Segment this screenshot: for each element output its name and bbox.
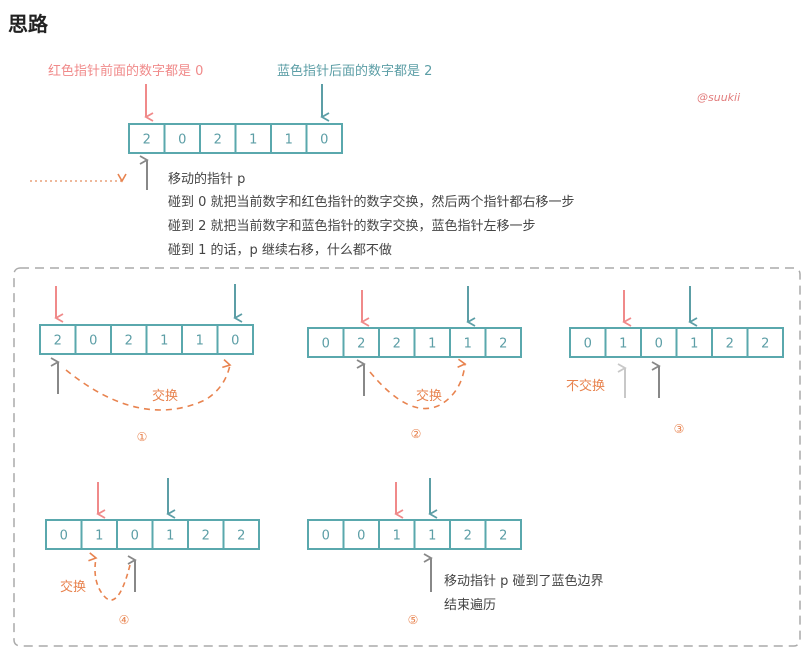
arr-5-value: 2 <box>499 529 507 544</box>
arr-2-cell <box>413 327 451 358</box>
legend-rule-0: 碰到 0 就把当前数字和红色指针的数字交换，然后两个指针都右移一步 <box>168 194 575 210</box>
arr-3-cell <box>604 327 642 358</box>
legend-rule-2: 碰到 2 就把当前数字和蓝色指针的数字交换，蓝色指针左移一步 <box>168 218 536 234</box>
arr-5-value: 1 <box>428 529 436 544</box>
red-pointer-label: 红色指针前面的数字都是 0 <box>48 63 203 79</box>
step-5-marker: ⑤ <box>408 613 419 627</box>
arr-5-value: 0 <box>322 529 330 544</box>
step-4-swap-label: 交换 <box>60 579 86 595</box>
arr-3-value: 0 <box>584 337 592 352</box>
arr-1-value: 1 <box>160 334 168 349</box>
step-2: 0 2 2 1 1 2 交换 ② <box>307 286 522 441</box>
step-3-swap-label: 不交换 <box>566 378 605 394</box>
step-4: 0 1 0 1 2 2 交换 ④ <box>45 478 260 627</box>
step-1-array: 2 0 2 1 1 0 <box>39 324 254 355</box>
top-array-value: 2 <box>143 133 151 148</box>
top-array: 2 0 2 1 1 0 <box>128 123 343 154</box>
arr-1-value: 0 <box>231 334 239 349</box>
step-3-array: 0 1 0 1 2 2 <box>569 327 784 358</box>
arr-1-cell <box>216 324 254 355</box>
step-4-swap-curve <box>88 552 131 601</box>
legend-rule-1: 碰到 1 的话，p 继续右移，什么都不做 <box>168 242 392 258</box>
step-4-marker: ④ <box>119 613 130 627</box>
arr-3-value: 2 <box>726 337 734 352</box>
arr-4-value: 2 <box>237 529 245 544</box>
arr-2-value: 2 <box>393 337 401 352</box>
arr-5-cell <box>484 519 522 550</box>
arr-4-cell <box>116 519 154 550</box>
step-5: 0 0 1 1 2 2 移动指针 p 碰到了蓝色边界 结束遍历 ⑤ <box>307 478 604 627</box>
step-4-array: 0 1 0 1 2 2 <box>45 519 260 550</box>
legend-pointer: 移动的指针 p <box>168 171 245 187</box>
step-5-array: 0 0 1 1 2 2 <box>307 519 522 550</box>
step-1-swap-curve <box>65 359 232 411</box>
arr-2-value: 2 <box>357 337 365 352</box>
top-array-value: 1 <box>249 133 257 148</box>
arr-3-value: 2 <box>761 337 769 352</box>
arr-5-cell <box>413 519 451 550</box>
arr-4-cell <box>80 519 118 550</box>
arr-3-cell <box>675 327 713 358</box>
arr-2-value: 1 <box>428 337 436 352</box>
arr-2-cell <box>449 327 487 358</box>
arr-3-cell <box>746 327 784 358</box>
step-3: 0 1 0 1 2 2 不交换 ③ <box>566 286 784 436</box>
top-array-cell <box>270 123 308 154</box>
arr-1-value: 2 <box>125 334 133 349</box>
arr-4-value: 0 <box>60 529 68 544</box>
steps-frame <box>13 267 801 647</box>
arr-3-cell <box>569 327 607 358</box>
arr-3-value: 1 <box>690 337 698 352</box>
arr-4-value: 1 <box>166 529 174 544</box>
top-array-value: 1 <box>285 133 293 148</box>
arr-4-value: 1 <box>95 529 103 544</box>
top-array-cell <box>199 123 237 154</box>
step-2-marker: ② <box>411 427 422 441</box>
arr-5-value: 2 <box>464 529 472 544</box>
arr-1-value: 0 <box>89 334 97 349</box>
arr-4-cell <box>45 519 83 550</box>
step-5-note-line1: 移动指针 p 碰到了蓝色边界 <box>444 573 604 589</box>
step-2-swap-label: 交换 <box>416 388 442 404</box>
step-1: 2 0 2 1 1 0 交换 ① <box>39 284 254 444</box>
arr-5-value: 1 <box>393 529 401 544</box>
arr-3-value: 1 <box>619 337 627 352</box>
arr-3-cell <box>711 327 749 358</box>
top-array-cell <box>305 123 343 154</box>
blue-pointer-label: 蓝色指针后面的数字都是 2 <box>277 63 432 79</box>
step-2-swap-curve <box>369 358 467 410</box>
watermark: @suukii <box>697 91 740 104</box>
top-array-value: 2 <box>214 133 222 148</box>
arr-5-value: 0 <box>357 529 365 544</box>
arr-4-cell <box>222 519 260 550</box>
arr-1-cell <box>110 324 148 355</box>
page-title: 思路 <box>8 12 48 36</box>
arr-4-value: 2 <box>202 529 210 544</box>
top-array-value: 0 <box>178 133 186 148</box>
step-3-marker: ③ <box>674 422 685 436</box>
arr-1-value: 1 <box>196 334 204 349</box>
arr-4-value: 0 <box>131 529 139 544</box>
top-array-value: 0 <box>320 133 328 148</box>
arr-2-cell <box>484 327 522 358</box>
step-2-array: 0 2 2 1 1 2 <box>307 327 522 358</box>
arr-3-value: 0 <box>655 337 663 352</box>
step-5-note-line2: 结束遍历 <box>444 597 496 613</box>
step-1-marker: ① <box>137 430 148 444</box>
arr-2-value: 0 <box>322 337 330 352</box>
step-1-swap-label: 交换 <box>152 388 178 404</box>
arr-2-value: 2 <box>499 337 507 352</box>
arr-2-value: 1 <box>464 337 472 352</box>
arr-1-value: 2 <box>54 334 62 349</box>
